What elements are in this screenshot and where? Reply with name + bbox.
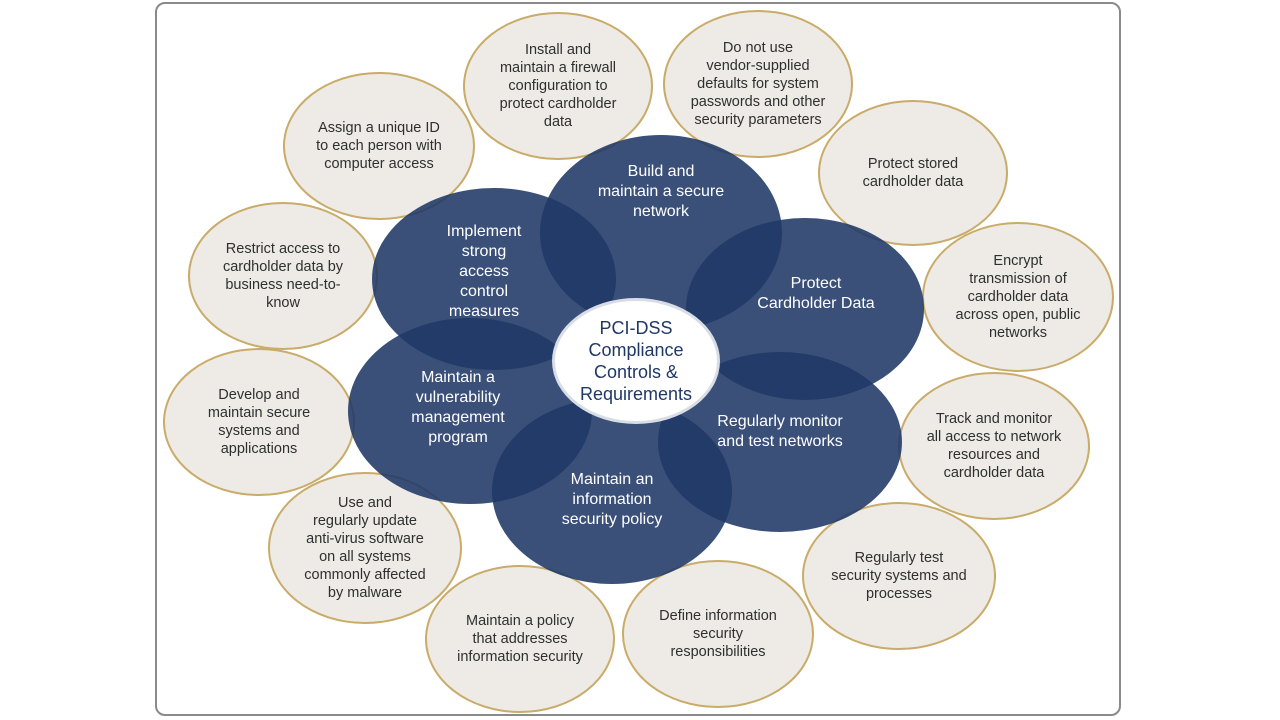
center-pci-dss: PCI-DSS Compliance Controls & Requiremen… <box>552 298 720 424</box>
req-unique-id: Assign a unique ID to each person with c… <box>283 72 475 220</box>
req-test-systems-label: Regularly test security systems and proc… <box>831 550 967 602</box>
goal-access-control-label: Implement strong access control measures <box>446 223 522 320</box>
req-encrypt-transmission-label: Encrypt transmission of cardholder data … <box>955 253 1081 341</box>
req-vendor-defaults-label: Do not use vendor-supplied defaults for … <box>690 40 826 128</box>
goal-protect-data-label: Protect Cardholder Data <box>757 275 875 312</box>
req-unique-id-label: Assign a unique ID to each person with c… <box>316 120 442 172</box>
center-pci-dss-label: PCI-DSS Compliance Controls & Requiremen… <box>579 318 693 404</box>
goal-secure-network-label: Build and maintain a secure network <box>597 163 725 220</box>
req-test-systems: Regularly test security systems and proc… <box>802 502 996 650</box>
req-security-policy: Maintain a policy that addresses informa… <box>425 565 615 713</box>
goal-monitor-test-label: Regularly monitor and test networks <box>717 413 843 450</box>
req-protect-stored-label: Protect stored cardholder data <box>862 156 964 190</box>
req-security-policy-label: Maintain a policy that addresses informa… <box>457 613 583 665</box>
req-firewall: Install and maintain a firewall configur… <box>463 12 653 160</box>
req-vendor-defaults: Do not use vendor-supplied defaults for … <box>663 10 853 158</box>
req-define-responsibilities: Define information security responsibili… <box>622 560 814 708</box>
req-secure-systems: Develop and maintain secure systems and … <box>163 348 355 496</box>
req-restrict-access-label: Restrict access to cardholder data by bu… <box>222 241 344 311</box>
req-track-monitor: Track and monitor all access to network … <box>898 372 1090 520</box>
goal-vulnerability-management-label: Maintain a vulnerability management prog… <box>411 369 505 446</box>
req-anti-virus-label: Use and regularly update anti-virus soft… <box>304 495 426 601</box>
req-track-monitor-label: Track and monitor all access to network … <box>926 411 1062 481</box>
req-define-responsibilities-label: Define information security responsibili… <box>659 608 777 660</box>
req-encrypt-transmission: Encrypt transmission of cardholder data … <box>922 222 1114 372</box>
req-protect-stored: Protect stored cardholder data <box>818 100 1008 246</box>
req-restrict-access: Restrict access to cardholder data by bu… <box>188 202 378 350</box>
req-secure-systems-label: Develop and maintain secure systems and … <box>207 387 311 457</box>
goal-security-policy-label: Maintain an information security policy <box>561 471 663 528</box>
req-firewall-label: Install and maintain a firewall configur… <box>499 42 617 130</box>
